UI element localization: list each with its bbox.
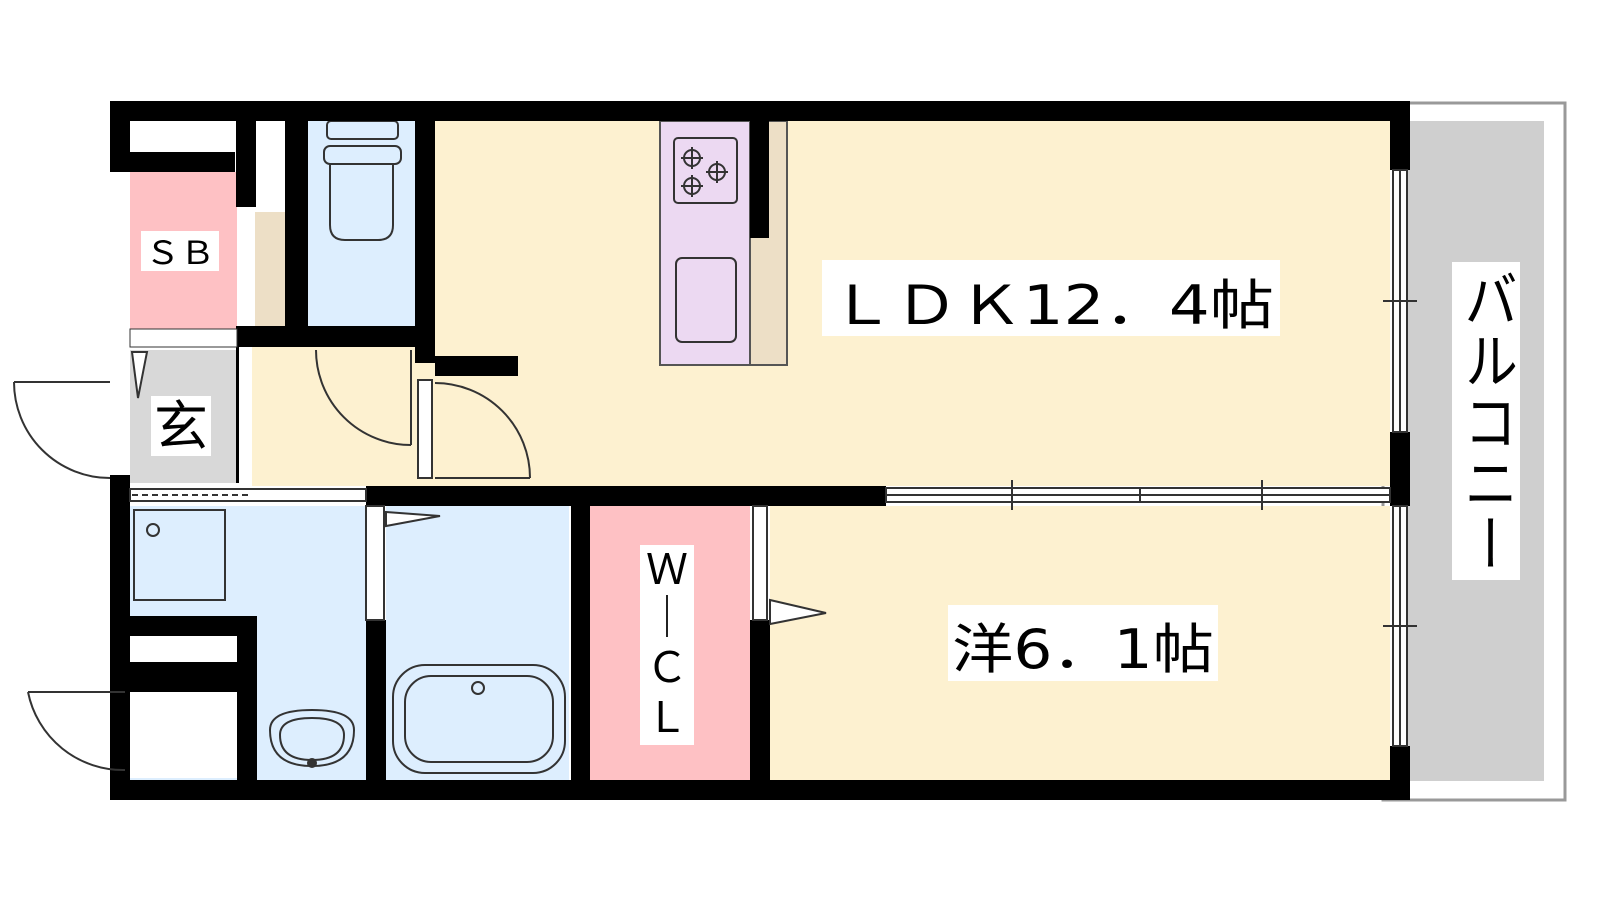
western-room-door-icon: [752, 505, 827, 626]
balcony-label-bg: [1452, 262, 1520, 580]
ldk-door-icon: [434, 382, 531, 479]
western-label-bg: [948, 605, 1218, 681]
bathroom-door-icon: [365, 505, 441, 621]
wic-label-bar: ｜: [646, 593, 688, 642]
balcony-label: バルコニー: [1455, 268, 1518, 574]
front-door-icon: [13, 381, 111, 479]
sliding-door-partition: [885, 480, 1391, 510]
walls: [110, 101, 1410, 800]
bathroom-floor: [386, 506, 569, 780]
toilet-door-icon: [315, 349, 412, 446]
ldk-label: ＬＤＫ12．4帖: [830, 274, 1274, 337]
ldk-label-bg: [822, 260, 1280, 336]
bathtub-icon: [392, 664, 566, 774]
washbasin-icon: [268, 708, 356, 768]
entrance-door-icon: [130, 351, 149, 399]
door-jamb: [417, 379, 433, 479]
side-door-icon: [27, 691, 126, 772]
toilet-icon: [323, 120, 402, 241]
balcony-window-upper: [1383, 169, 1417, 433]
entrance-label-bg: [151, 396, 211, 456]
sb-label-bg: [141, 231, 219, 271]
upper-closet-door: [129, 328, 238, 348]
stove-burner-icon: [681, 147, 728, 197]
wic-label-l: Ｌ: [646, 693, 688, 742]
stove: [673, 137, 738, 204]
lower-closet-a: [130, 636, 237, 662]
wic-label-bg: [640, 545, 694, 745]
balcony-window-lower: [1383, 505, 1417, 747]
lower-closet-b: [130, 692, 237, 778]
sink: [675, 257, 737, 343]
shelf-a: [255, 121, 285, 186]
shoe-box-label: ＳＢ: [145, 234, 215, 272]
upper-closet: [130, 121, 237, 152]
wic-label-c: Ｃ: [646, 643, 688, 692]
washing-machine-icon: [133, 509, 226, 601]
wic-label-w: Ｗ: [646, 545, 688, 594]
western-room-label: 洋6．1帖: [952, 618, 1214, 681]
shelf-b: [255, 212, 285, 327]
entrance-label: 玄: [154, 395, 208, 458]
